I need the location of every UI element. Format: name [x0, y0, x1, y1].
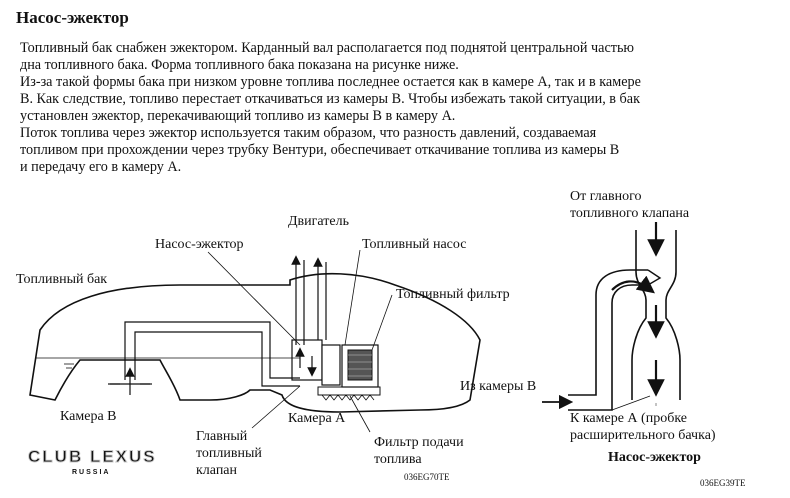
label-main-valve: топливный	[196, 446, 262, 461]
paragraph-line: В. Как следствие, топливо перестает отка…	[20, 91, 640, 107]
label-feed-filter: Фильтр подачи	[374, 435, 464, 450]
label-engine: Двигатель	[288, 214, 349, 229]
paragraph-line: дна топливного бака. Форма топливного ба…	[20, 57, 459, 73]
ejector-pump-diagram	[542, 222, 681, 411]
paragraph-line: установлен эжектор, перекачивающий топли…	[20, 108, 456, 124]
ejector-module	[291, 339, 323, 381]
figure-code-left: 036EG70TE	[404, 472, 450, 482]
transfer-pipe	[124, 321, 300, 380]
label-ejector-pump: Насос-эжектор	[155, 237, 244, 252]
label-chamber-b: Камера В	[60, 409, 117, 424]
feed-filter	[317, 386, 381, 396]
label-to-chamber-a: К камере А (пробке	[570, 411, 687, 426]
figure-code-right: 036EG39TE	[700, 478, 746, 488]
fuel-tank-diagram	[29, 249, 481, 433]
label-from-main-valve: топливного клапана	[570, 206, 690, 221]
paragraph-line: Из-за такой формы бака при низком уровне…	[20, 74, 641, 90]
label-chamber-a: Камера А	[288, 411, 346, 426]
label-to-chamber-a: расширительного бачка)	[570, 428, 716, 443]
label-main-valve: клапан	[196, 463, 238, 478]
paragraph-line: топливом при прохождении через трубку Ве…	[20, 142, 620, 158]
paragraph-line: Топливный бак снабжен эжектором. Карданн…	[20, 40, 635, 56]
page-title: Насос-эжектор	[16, 8, 129, 27]
venturi-tube	[631, 230, 647, 400]
label-main-valve: Главный	[196, 429, 248, 444]
caption-ejector-pump: Насос-эжектор	[608, 450, 701, 465]
paragraph-line: и передачу его в камеру А.	[20, 159, 182, 175]
paragraph-line: Поток топлива через эжектор используется…	[20, 125, 597, 141]
fuel-tank-outline	[29, 272, 481, 413]
label-from-main-valve: От главного	[570, 189, 641, 204]
label-from-chamber-b: Из камеры В	[460, 379, 536, 394]
fuel-filter	[347, 349, 373, 381]
label-fuel-filter: Топливный фильтр	[396, 287, 510, 302]
watermark-logo: CLUB LEXUS	[28, 447, 157, 466]
label-fuel-pump: Топливный насос	[362, 237, 466, 252]
watermark-subtitle: RUSSIA	[72, 469, 110, 476]
label-fuel-tank: Топливный бак	[16, 272, 107, 287]
label-feed-filter: топлива	[374, 452, 422, 467]
